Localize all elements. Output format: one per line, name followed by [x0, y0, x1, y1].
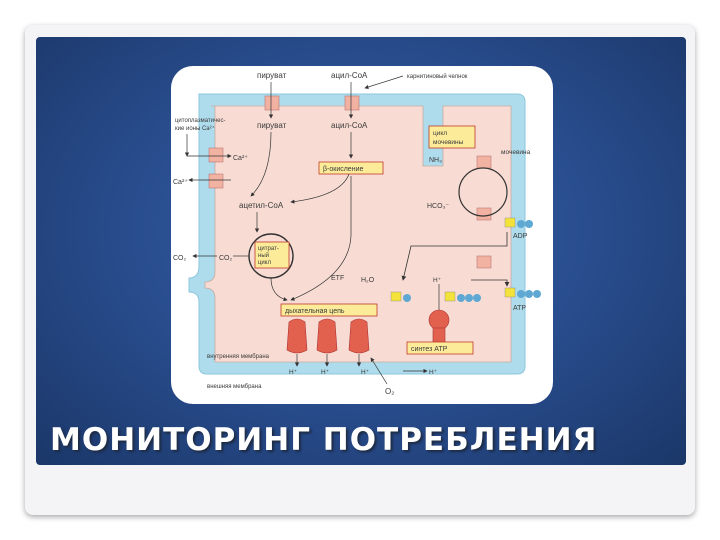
label-hco3: HCO₃⁻ [427, 203, 449, 210]
adp-phosphate-2 [525, 220, 533, 228]
atp-transporter [476, 255, 492, 269]
label-h-plus-matrix: H⁺ [433, 277, 442, 284]
label-atp-synthesis: синтез ATP [411, 346, 448, 353]
label-respiratory-chain: дыхательная цепь [285, 308, 345, 315]
label-pyruvate-top: пируват [257, 71, 287, 80]
mitochondria-diagram: пируват ацил-CoA карнитиновый челнок цит… [171, 66, 553, 404]
atp-synthase-head [428, 309, 450, 331]
label-co2-outer: CO₂ [173, 255, 187, 262]
label-urea-cycle-2: мочевины [433, 139, 464, 146]
label-h-plus-1: H⁺ [289, 369, 298, 376]
complex-3 [316, 318, 338, 354]
label-h-plus-3: H⁺ [361, 369, 370, 376]
label-carnitine-shuttle: карнитиновый челнок [407, 73, 468, 80]
label-co2-inner: CO₂ [219, 255, 233, 262]
atp-phosphate-1 [517, 290, 525, 298]
label-pyruvate-inner: пируват [257, 121, 287, 130]
respiratory-chain-box [280, 303, 378, 317]
citrate-cycle-box [254, 241, 290, 269]
atp-synthesis-box [406, 341, 474, 355]
label-ca-inner: Ca²⁺ [233, 155, 248, 162]
matrix-atp-phosphate-3 [473, 294, 481, 302]
label-nh3: NH₃ [429, 157, 442, 164]
label-acyl-coa-top: ацил-CoA [331, 71, 368, 80]
label-citrate-2: ный [258, 252, 269, 259]
ca-transporter-2 [208, 173, 224, 189]
label-cytoplasmic-ca-1: цитоплазматичес- [175, 118, 225, 124]
matrix-adp-adenine [390, 291, 402, 302]
label-citrate-1: цитрат- [258, 246, 279, 252]
mitochondria-diagram-svg: пируват ацил-CoA карнитиновый челнок цит… [173, 71, 541, 396]
label-citrate-3: цикл [258, 260, 271, 266]
slide-bottom-strip [36, 465, 686, 505]
label-etf: ETF [331, 275, 344, 282]
label-acyl-coa-inner: ацил-CoA [331, 121, 368, 130]
beta-oxidation-box [318, 161, 384, 175]
atp-phosphate-2 [525, 290, 533, 298]
label-h2o: H₂O [361, 277, 375, 284]
label-cytoplasmic-ca-2: кие ионы Ca²⁺ [175, 125, 215, 132]
atp-phosphate-3 [533, 290, 541, 298]
label-o2: O₂ [385, 387, 394, 396]
atp-adenine [504, 287, 516, 298]
acyl-coa-transporter [344, 95, 360, 111]
complex-1 [286, 318, 308, 354]
matrix-adp-phosphate [403, 294, 411, 302]
slide-title: МОНИТОРИНГ ПОТРЕБЛЕНИЯ [50, 422, 598, 458]
label-acetyl-coa: ацетил-CoA [239, 201, 284, 210]
urea-cycle-box [428, 125, 476, 149]
pyruvate-transporter [264, 95, 280, 111]
matrix-atp-adenine [444, 291, 456, 302]
label-atp: ATP [513, 305, 526, 312]
label-h-plus-2: H⁺ [321, 369, 330, 376]
label-inner-membrane: внутренняя мембрана [207, 354, 270, 360]
label-urea: мочевина [501, 149, 531, 156]
adp-phosphate-1 [517, 220, 525, 228]
label-urea-cycle-1: цикл [433, 130, 447, 137]
matrix-atp-phosphate-1 [457, 294, 465, 302]
urea-transporter [476, 155, 492, 169]
label-h-plus-4: H⁺ [429, 369, 438, 376]
adp-adenine [504, 217, 516, 228]
urea-cycle-circle [458, 167, 508, 217]
adp-transporter [476, 207, 492, 221]
matrix-atp-phosphate-2 [465, 294, 473, 302]
label-outer-membrane: внешняя мембрана [207, 384, 262, 390]
ca-transporter-1 [208, 147, 224, 163]
label-adp: ADP [513, 233, 528, 240]
label-ca-outer: Ca²⁺ [173, 179, 188, 186]
label-beta-oxidation: β-окисление [323, 166, 363, 173]
complex-4 [348, 318, 370, 354]
